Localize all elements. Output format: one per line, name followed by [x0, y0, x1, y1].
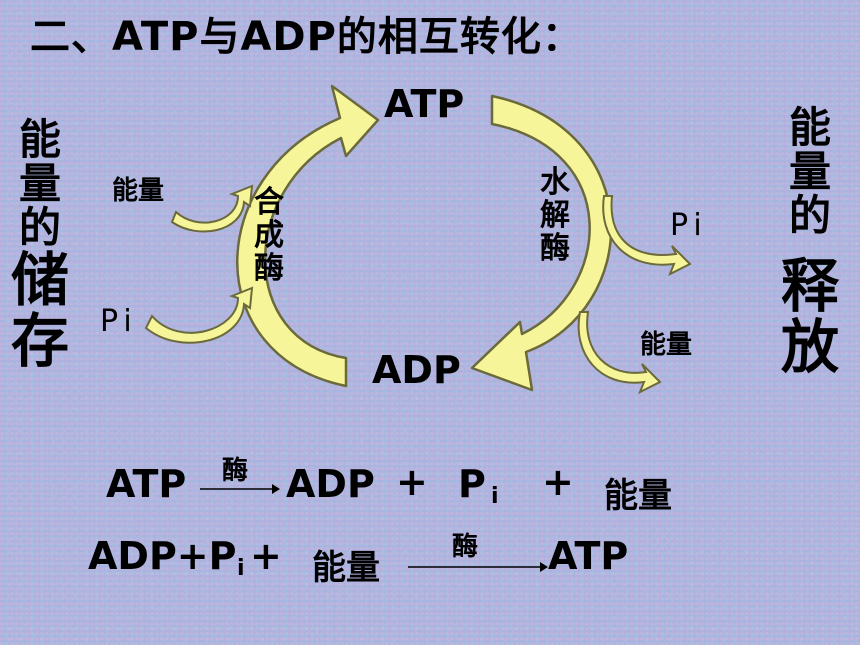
hydrolysis-char-1: 水 [540, 165, 570, 200]
right-side-label: 能 量 的 释 放 [780, 103, 840, 382]
right-pi-label: Pi [670, 208, 708, 243]
equation-1-energy: 能量 [604, 476, 672, 516]
synthesis-char-3: 酶 [254, 251, 284, 286]
left-char-1: 能 [18, 115, 61, 164]
right-energy-curve [577, 311, 662, 395]
synthesis-enzyme-label: 合 成 酶 [254, 186, 284, 285]
equation-1-plus-2: + [542, 460, 574, 504]
synthesis-char-1: 合 [254, 185, 284, 220]
synthesis-char-2: 成 [254, 218, 284, 253]
right-char-2: 量 [788, 147, 831, 197]
equation-1-product: ADP [286, 462, 375, 506]
hydrolysis-char-2: 解 [540, 198, 570, 233]
right-char-4: 释 [780, 252, 839, 321]
equation-2-pi-subscript: i [237, 556, 245, 581]
left-pi-curve [144, 286, 254, 344]
equation-2-reactants: ADP+P [88, 534, 237, 578]
left-side-label: 能 量 的 储 存 [10, 115, 70, 376]
equation-2-plus: + [250, 534, 282, 578]
hydrolysis-char-3: 酶 [540, 231, 570, 266]
left-energy-curve [170, 184, 254, 233]
equation-2-energy: 能量 [312, 548, 380, 588]
adp-node: ADP [372, 348, 461, 392]
page-title: 二、ATP与ADP的相互转化： [30, 14, 583, 60]
hydrolysis-arrow [470, 94, 613, 392]
equation-1-enzyme: 酶 [222, 456, 249, 486]
right-energy-label: 能量 [640, 330, 693, 360]
atp-node: ATP [384, 82, 465, 126]
equation-1-pi: P [458, 462, 486, 506]
right-char-3: 的 [788, 191, 831, 241]
left-char-2: 量 [18, 159, 61, 209]
equation-2-enzyme: 酶 [452, 532, 479, 562]
right-char-1: 能 [788, 103, 831, 152]
equation-2-arrow [408, 562, 548, 572]
left-char-5: 存 [10, 307, 69, 376]
left-pi-label: Pi [100, 304, 138, 339]
right-char-5: 放 [780, 313, 839, 382]
right-pi-curve [602, 195, 692, 277]
left-char-3: 的 [18, 203, 61, 253]
left-char-4: 储 [10, 246, 69, 315]
equation-1-left: ATP [106, 462, 187, 506]
equation-1-pi-subscript: i [491, 484, 499, 509]
equation-2-product: ATP [548, 534, 629, 578]
left-energy-label: 能量 [112, 176, 165, 206]
hydrolysis-enzyme-label: 水 解 酶 [540, 166, 570, 265]
synthesis-arrow [236, 84, 380, 388]
equation-1-arrow [200, 484, 280, 494]
equation-1-plus-1: + [396, 460, 428, 504]
